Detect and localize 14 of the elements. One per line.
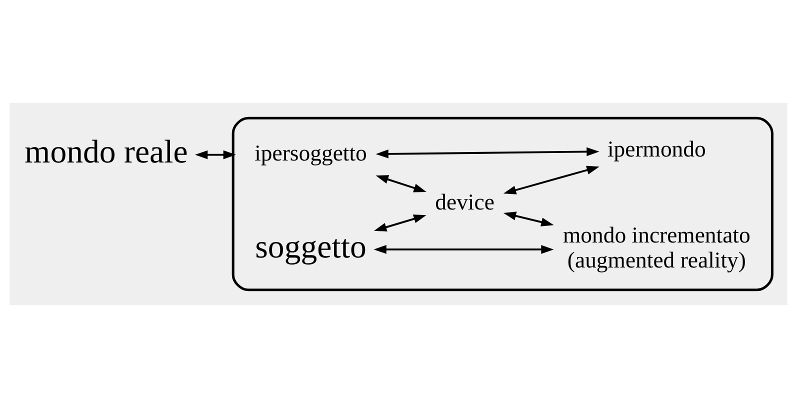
node-text: mondo reale — [24, 134, 188, 170]
arrow — [374, 244, 554, 254]
arrow — [503, 211, 554, 226]
arrow — [376, 174, 426, 192]
arrow — [376, 146, 600, 158]
node-text: device — [435, 189, 494, 214]
cluster — [232, 116, 774, 291]
node-text: soggetto — [255, 228, 366, 265]
node-text: mondo incrementato (augmented reality) — [562, 222, 750, 272]
node-text: ipermondo — [607, 136, 706, 162]
arrow — [374, 214, 426, 231]
arrow — [195, 150, 236, 159]
node-text: ipersoggetto — [254, 140, 367, 165]
arrow — [503, 165, 600, 194]
